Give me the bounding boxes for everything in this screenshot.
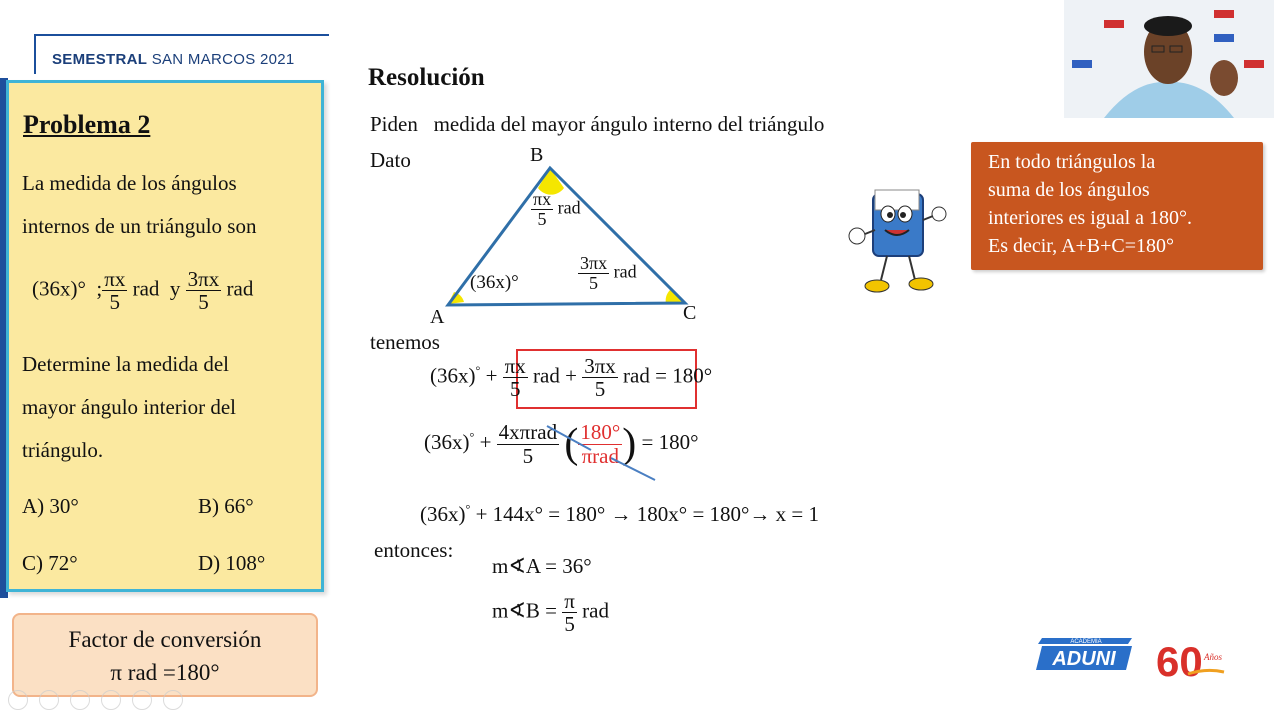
theorem-note xyxy=(971,142,1263,270)
option-d[interactable]: D) 108° xyxy=(198,551,266,575)
note-line-1: En todo triángulos la xyxy=(988,151,1156,173)
angle-a-label: (36x)° xyxy=(470,272,519,293)
copy-icon[interactable] xyxy=(101,690,122,710)
triangle-figure xyxy=(444,165,689,307)
logo-aduni-text: ADUNI xyxy=(1051,648,1116,670)
note-line-3: interiores es igual a 180°. xyxy=(988,207,1193,229)
dato-label: Dato xyxy=(370,148,411,172)
note-line-2: suma de los ángulos xyxy=(988,179,1150,201)
zoom-icon[interactable] xyxy=(132,690,153,710)
conjunction: y xyxy=(169,276,181,301)
piden-text: medida del mayor ángulo interno del triá… xyxy=(433,112,825,136)
player-toolbar xyxy=(8,690,208,716)
course-title-bold: SEMESTRAL xyxy=(52,51,148,68)
cancel-strokes xyxy=(546,425,656,481)
tenemos-label: tenemos xyxy=(370,330,440,354)
question-line-1: Determine la medida del xyxy=(22,352,229,376)
problem-line-2: internos de un triángulo son xyxy=(22,214,257,238)
option-a[interactable]: A) 30° xyxy=(22,494,79,518)
header-rule xyxy=(34,34,329,36)
problem-card xyxy=(6,80,324,592)
piden-line: Piden medida del mayor ángulo interno de… xyxy=(370,112,824,137)
piden-label: Piden xyxy=(370,112,418,136)
aduni-logo: ACADEMIA ADUNI xyxy=(1036,632,1136,672)
header-rule-vertical xyxy=(34,34,36,74)
note-line-4: Es decir, A+B+C=180° xyxy=(988,235,1175,257)
webcam-video[interactable] xyxy=(1064,0,1274,118)
vertex-b: B xyxy=(530,144,544,166)
course-title: SEMESTRAL SAN MARCOS 2021 xyxy=(52,51,295,68)
back-icon[interactable] xyxy=(8,690,28,710)
question-line-2: mayor ángulo interior del xyxy=(22,395,237,419)
unit-rad-2: rad xyxy=(226,276,254,301)
conversion-equation: π rad =180° xyxy=(110,660,220,685)
logo-anos-text: Años xyxy=(1203,652,1222,662)
question-line-3: triángulo. xyxy=(22,438,104,462)
anniversary-60-logo: 60 Años xyxy=(1156,632,1226,685)
resolution-title: Resolución xyxy=(368,64,485,91)
angle-c-marker xyxy=(665,290,684,304)
vertex-c: C xyxy=(683,302,697,324)
separator: ; xyxy=(96,276,103,301)
result-angle-a: m∢A = 36° xyxy=(492,554,592,578)
course-title-rest: SAN MARCOS 2021 xyxy=(151,51,295,68)
mascot-figure xyxy=(848,189,947,293)
equation-3: (36x)° + 144x° = 180° → 180x° = 180°→ x … xyxy=(420,502,820,526)
logo-academia-text: ACADEMIA xyxy=(1070,639,1101,645)
presenter-image xyxy=(1064,0,1274,118)
option-c[interactable]: C) 72° xyxy=(22,551,78,575)
more-icon[interactable] xyxy=(163,690,184,710)
left-accent-band xyxy=(0,78,8,598)
problem-line-1: La medida de los ángulos xyxy=(22,171,237,195)
pen-icon[interactable] xyxy=(70,690,91,710)
entonces-label: entonces: xyxy=(374,538,454,562)
forward-icon[interactable] xyxy=(39,690,60,710)
vertex-a: A xyxy=(430,306,445,328)
option-b[interactable]: B) 66° xyxy=(198,494,254,518)
unit-rad: rad xyxy=(132,276,160,301)
angle-b-marker xyxy=(538,168,564,195)
conversion-title: Factor de conversión xyxy=(68,627,262,652)
problem-title: Problema 2 xyxy=(23,110,151,139)
highlight-box xyxy=(516,349,697,409)
triangle-outline xyxy=(444,165,689,307)
logo-sixty-text: 60 xyxy=(1156,638,1203,682)
angle-36x: (36x)° xyxy=(32,276,86,301)
